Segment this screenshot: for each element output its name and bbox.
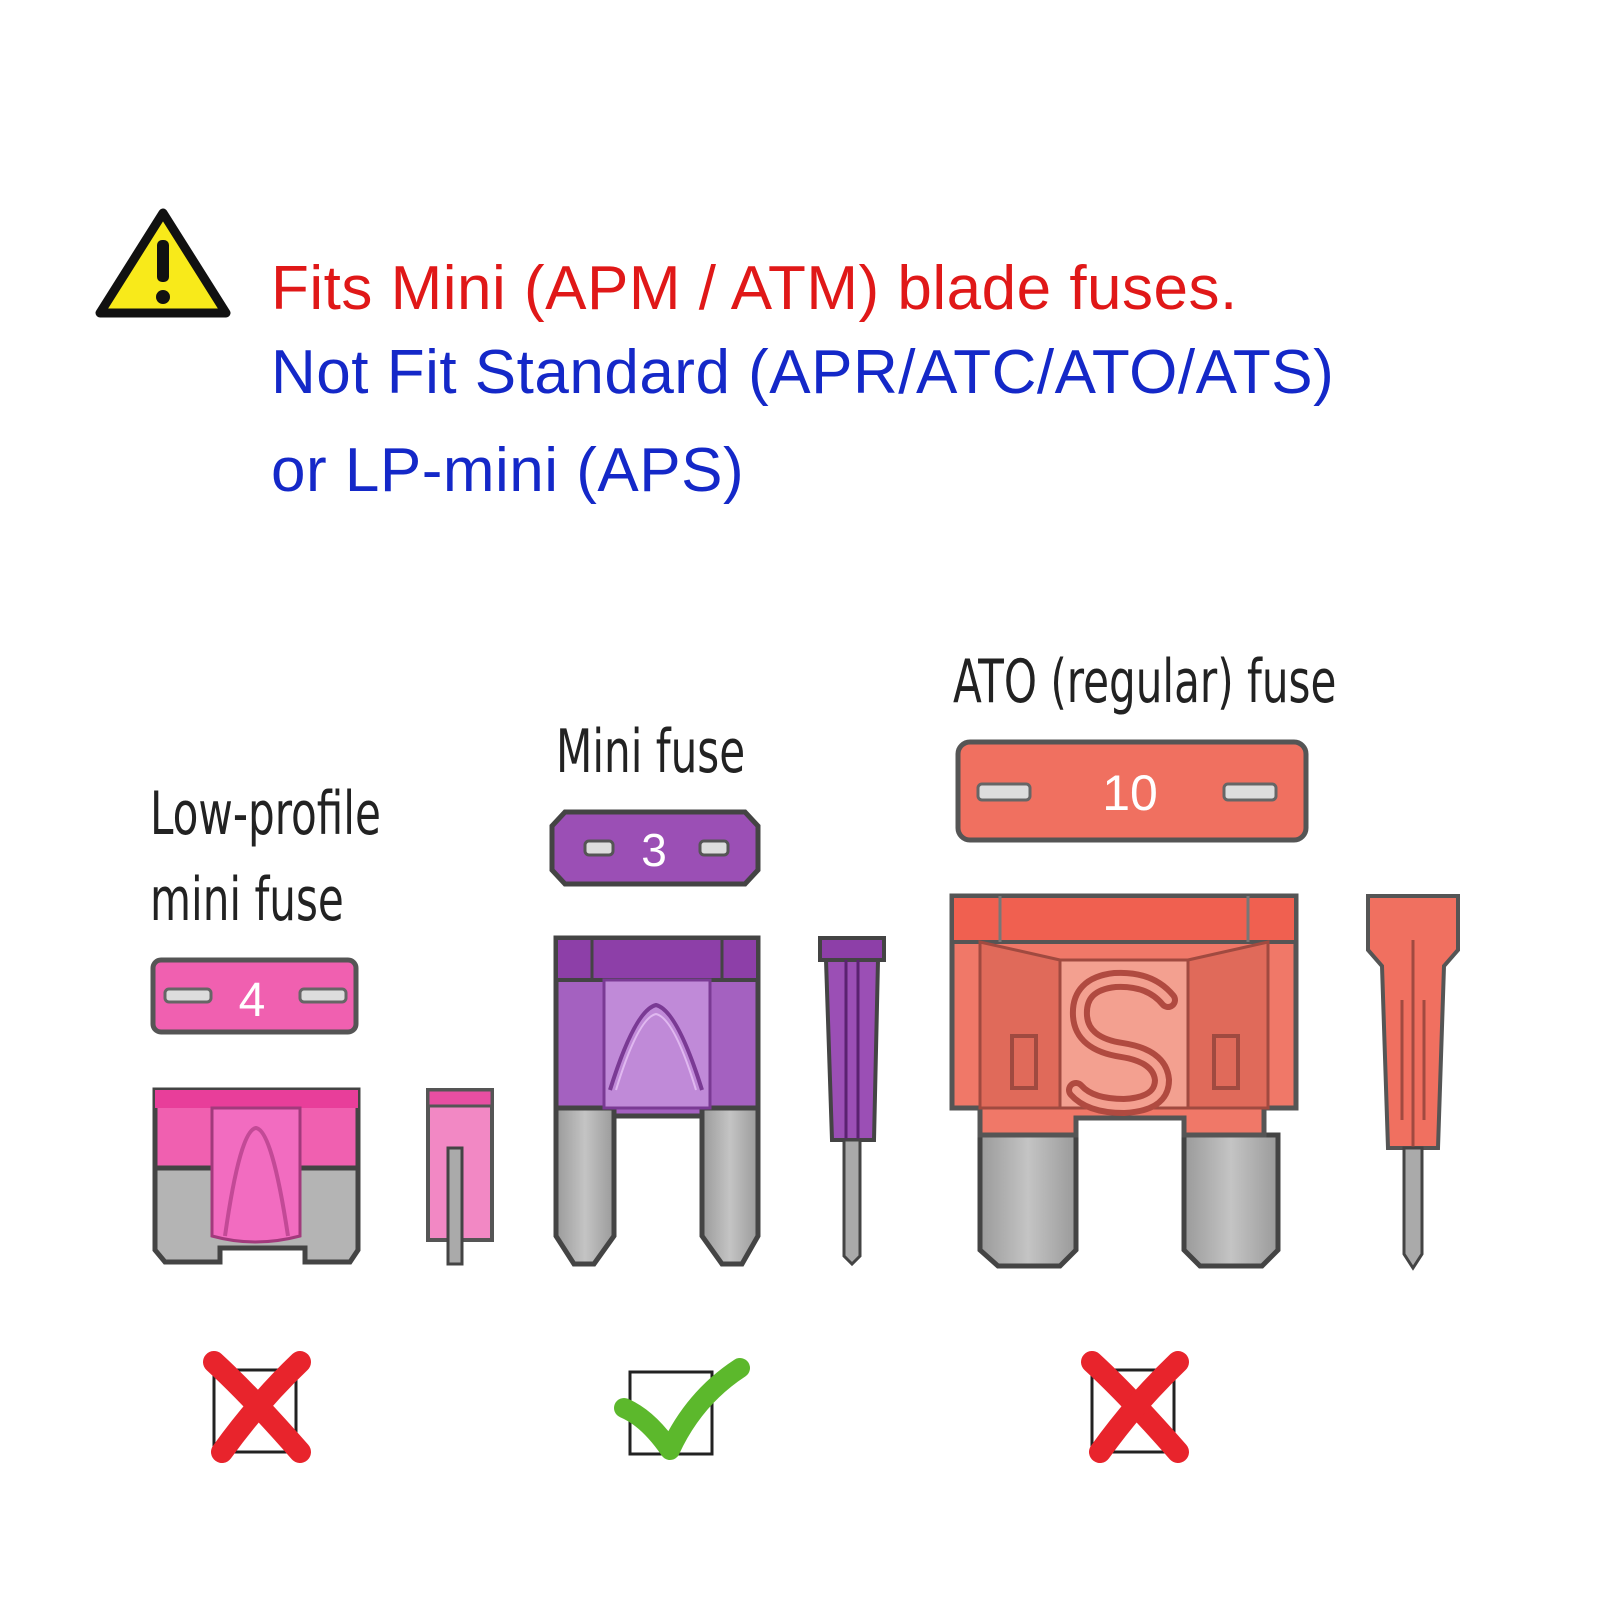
ato-red-x-icon [1081,1351,1189,1463]
low-profile-fuse-front [152,1087,361,1265]
fit-headline: Fits Mini (APM / ATM) blade fuses. [271,254,1238,323]
low-profile-red-x-icon [203,1351,311,1463]
mini-fuse-rating: 3 [641,824,667,876]
ato-fuse-label: ATO (regular) fuse [953,647,1337,717]
low-profile-fuse-top: 4 [150,957,359,1035]
not-fit-line-2: or LP-mini (APS) [271,436,745,505]
ato-fuse-side [1366,894,1460,1271]
low-profile-label-line1: Low-profile [150,779,381,849]
low-profile-fuse-side [426,1088,494,1266]
mini-fuse-label: Mini fuse [556,717,746,787]
low-profile-rating: 4 [239,974,266,1027]
ato-fuse-front [949,893,1299,1269]
low-profile-label-line2: mini fuse [150,865,344,935]
ato-fuse-rating: 10 [1102,765,1158,821]
not-fit-line: Not Fit Standard (APR/ATC/ATO/ATS) [271,338,1335,407]
ato-fuse-top: 10 [955,739,1309,843]
mini-fuse-top: 3 [549,809,761,887]
mini-green-check-icon [614,1358,750,1460]
mini-fuse-side [818,936,886,1267]
mini-fuse-front [553,935,761,1267]
